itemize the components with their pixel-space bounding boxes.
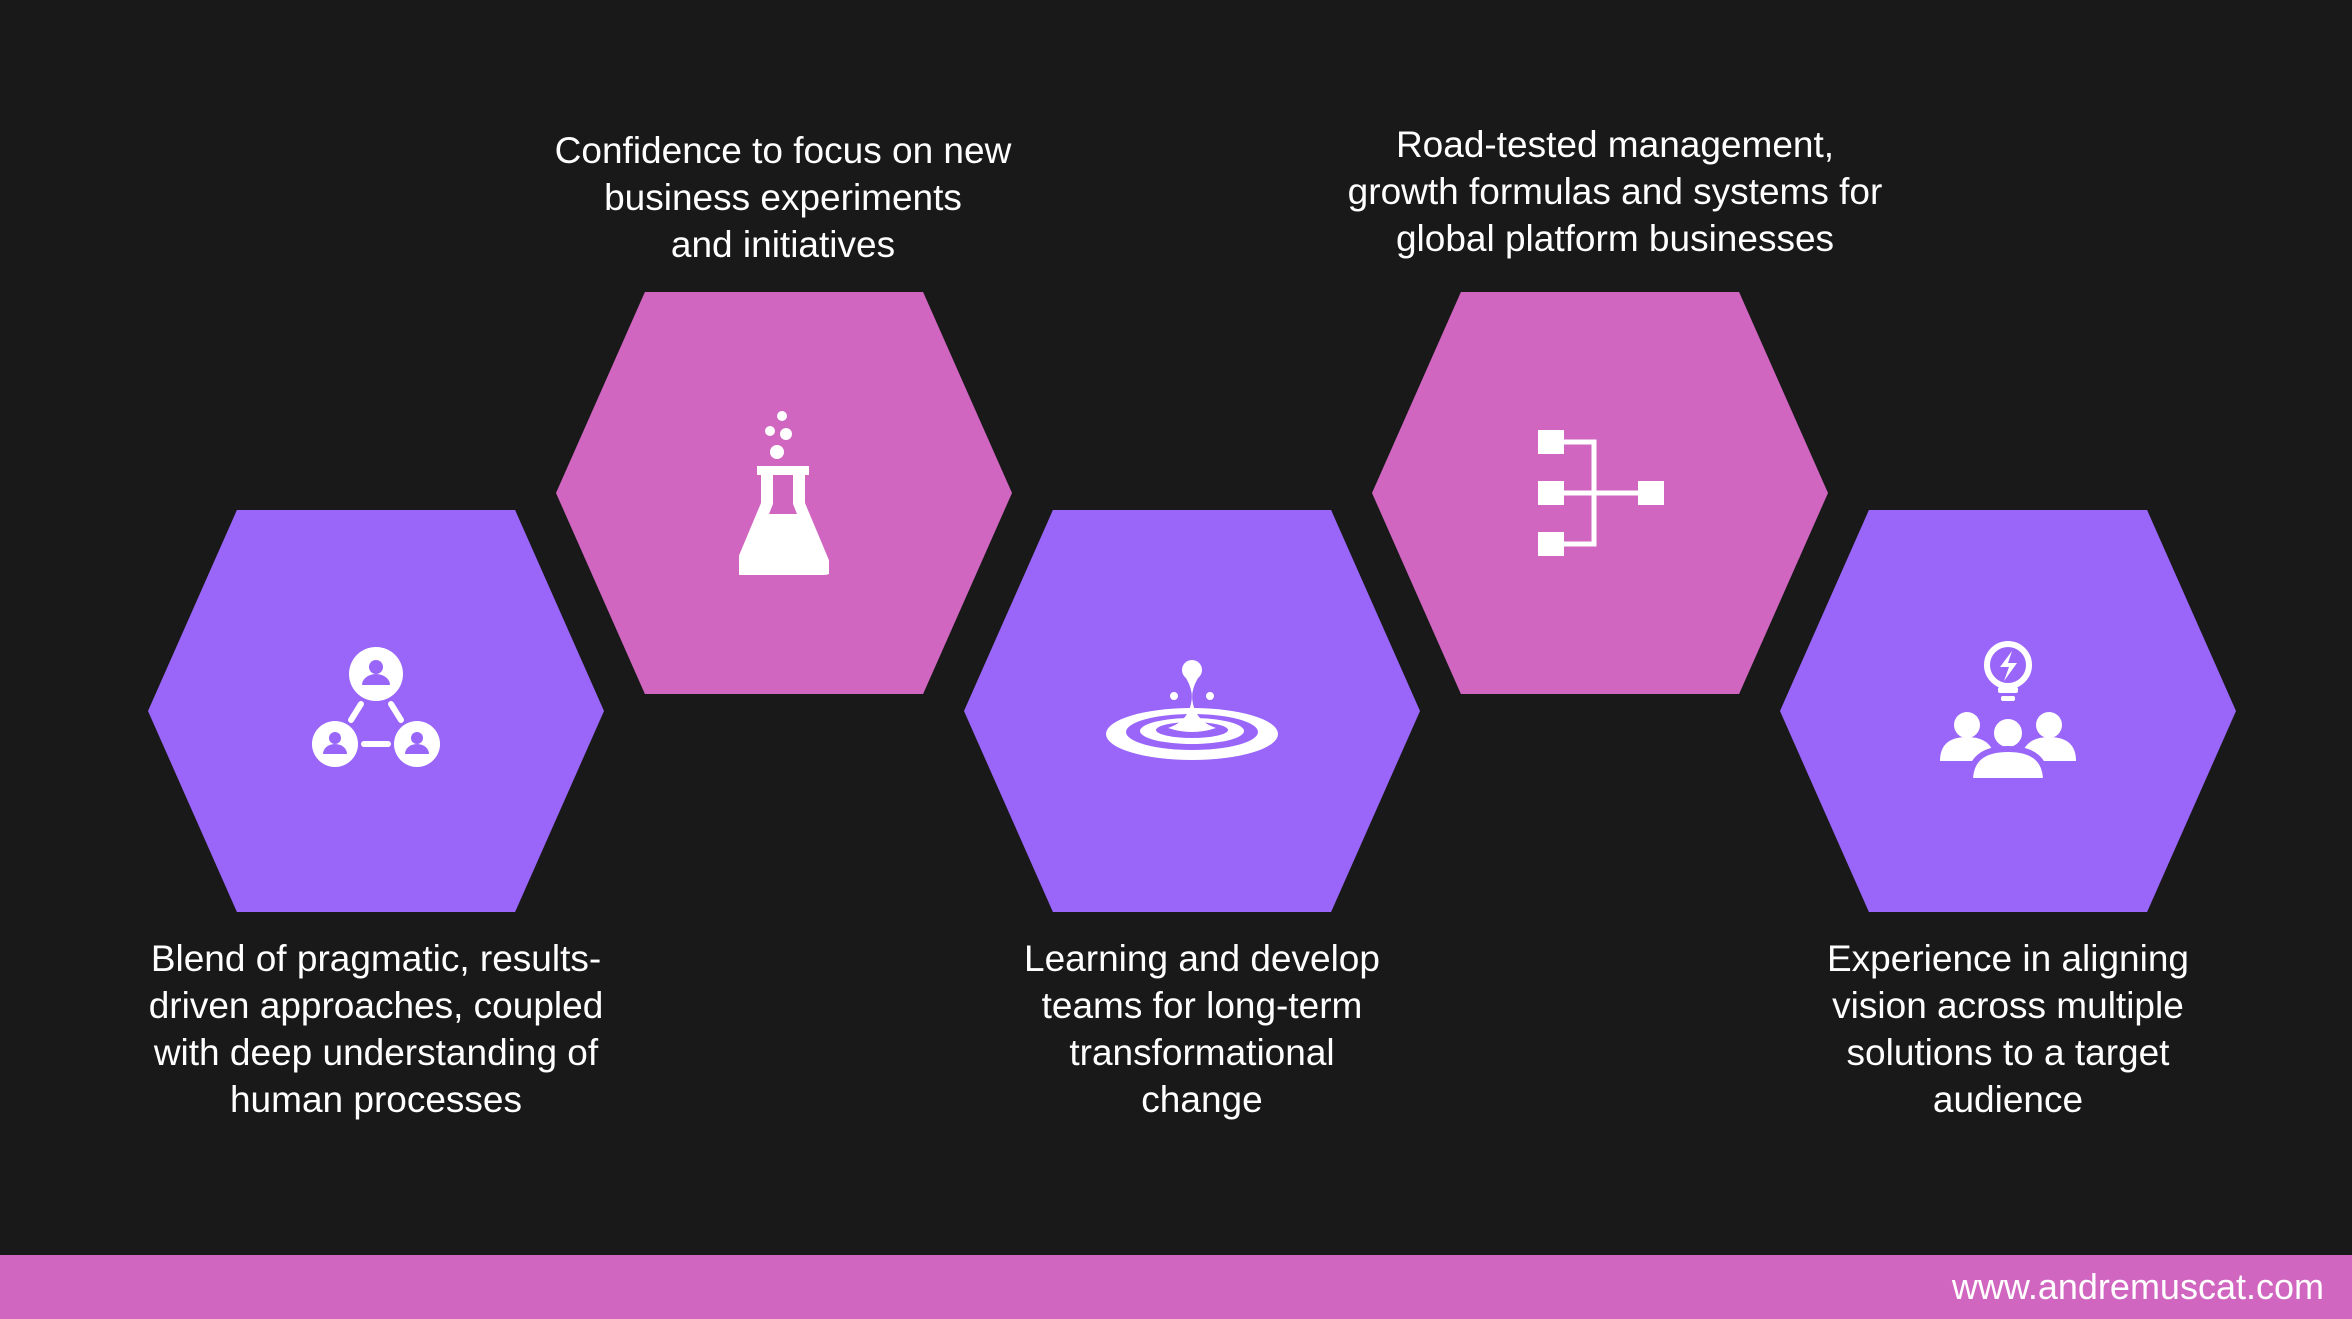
team-lightbulb-icon <box>1940 641 2076 781</box>
water-drop-ripple-icon <box>1106 660 1278 760</box>
hexagon-experience <box>1780 510 2236 912</box>
caption-experience: Experience in aligning vision across mul… <box>1826 938 2189 1120</box>
caption-blend: Blend of pragmatic, results- driven appr… <box>148 938 604 1120</box>
website-link[interactable]: www.andremuscat.com <box>1951 1266 2324 1307</box>
flask-icon <box>739 411 829 575</box>
caption-confidence: Confidence to focus on new business expe… <box>554 130 1012 265</box>
hierarchy-diagram-icon <box>1538 430 1664 556</box>
caption-road-tested: Road-tested management, growth formulas … <box>1347 124 1883 259</box>
caption-learning: Learning and develop teams for long-term… <box>1024 938 1380 1120</box>
people-network-icon <box>312 647 440 767</box>
footer-bar: www.andremuscat.com <box>0 1255 2352 1319</box>
hexagon-learning <box>964 510 1420 912</box>
hexagon-road-tested <box>1372 292 1828 694</box>
hexagon-confidence <box>556 292 1012 694</box>
hexagon-blend <box>148 510 604 912</box>
